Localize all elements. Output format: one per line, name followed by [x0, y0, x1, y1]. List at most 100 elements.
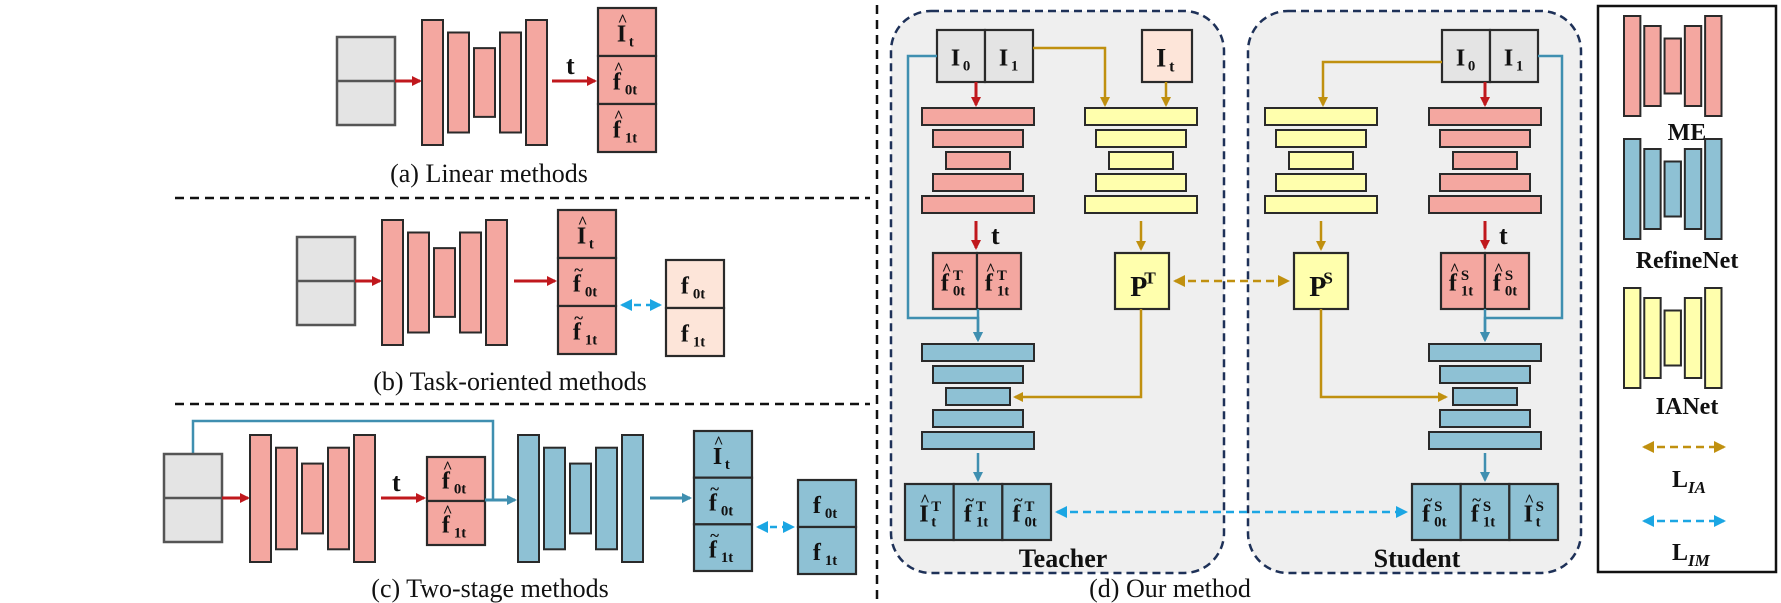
student-me — [1428, 107, 1542, 214]
encoder-decoder-a — [421, 19, 548, 146]
legend-im-label: LIM — [1672, 540, 1711, 570]
teacher-me — [921, 107, 1035, 214]
network-bar — [1663, 37, 1682, 95]
cell — [1113, 251, 1171, 311]
network-bar — [921, 195, 1035, 214]
network-bar — [459, 231, 482, 334]
legend-refinenet-icon — [1623, 138, 1723, 240]
cell — [596, 102, 658, 154]
network-bar — [473, 47, 496, 118]
student-refinenet — [1428, 343, 1542, 450]
hat-accent: ^ — [1494, 259, 1504, 278]
network-bar — [1288, 151, 1354, 170]
network-bar — [1264, 195, 1378, 214]
network-bar — [1623, 15, 1642, 117]
svg-text:t: t — [991, 221, 1000, 250]
network-bar — [1643, 148, 1662, 230]
network-bar — [1428, 343, 1542, 362]
network-bar — [433, 247, 456, 318]
cell — [664, 258, 726, 310]
network-bar — [1623, 287, 1642, 389]
network-bar — [1683, 297, 1703, 379]
network-bar — [1663, 160, 1682, 218]
caption-c: (c) Two-stage methods — [371, 574, 608, 603]
teacher-refinenet — [921, 343, 1035, 450]
network-bar — [1439, 409, 1531, 428]
network-bar — [353, 434, 376, 563]
network-bar — [543, 446, 566, 551]
cell — [1488, 28, 1540, 84]
network-bar — [921, 431, 1035, 450]
tilde-accent: ~ — [1472, 490, 1481, 509]
loss-symbol: LIM — [1672, 540, 1711, 570]
network-bar — [932, 129, 1024, 148]
cell — [692, 429, 754, 479]
hat-accent: ^ — [942, 259, 952, 278]
network-bar — [932, 173, 1024, 192]
network-bar — [921, 343, 1035, 362]
encoder-decoder-b — [381, 219, 508, 346]
network-bar — [1108, 151, 1174, 170]
tilde-accent: ~ — [574, 260, 583, 279]
cell — [1508, 482, 1560, 542]
hat-accent: ^ — [618, 10, 628, 29]
cell — [692, 476, 754, 526]
network-bar — [447, 31, 470, 134]
network-bar — [1275, 129, 1367, 148]
teacher-label: Teacher — [1019, 544, 1108, 573]
cell — [796, 478, 858, 529]
hat-accent: ^ — [578, 212, 588, 231]
cell — [1140, 28, 1194, 84]
hat-accent: ^ — [443, 457, 453, 476]
network-bar — [517, 434, 540, 563]
network-bar — [1439, 173, 1531, 192]
svg-text:t: t — [1499, 221, 1508, 250]
legend-me-icon — [1623, 15, 1723, 117]
network-bar — [1683, 25, 1703, 107]
cell — [425, 499, 487, 547]
network-bar — [1084, 107, 1198, 126]
network-bar — [1095, 173, 1187, 192]
encoder-decoder-c2 — [517, 434, 644, 563]
network-bar — [1439, 365, 1531, 384]
student-ianet — [1264, 107, 1378, 214]
network-bar — [1452, 151, 1518, 170]
loss-symbol: LIA — [1672, 467, 1706, 497]
svg-text:t: t — [566, 51, 575, 80]
hat-accent: ^ — [614, 58, 624, 77]
legend-ianet-icon — [1623, 287, 1723, 389]
cell — [1001, 482, 1053, 542]
math-label: PS — [1309, 269, 1333, 303]
network-bar — [1704, 15, 1723, 117]
legend-me-label: ME — [1668, 120, 1707, 146]
network-bar — [1452, 387, 1518, 406]
